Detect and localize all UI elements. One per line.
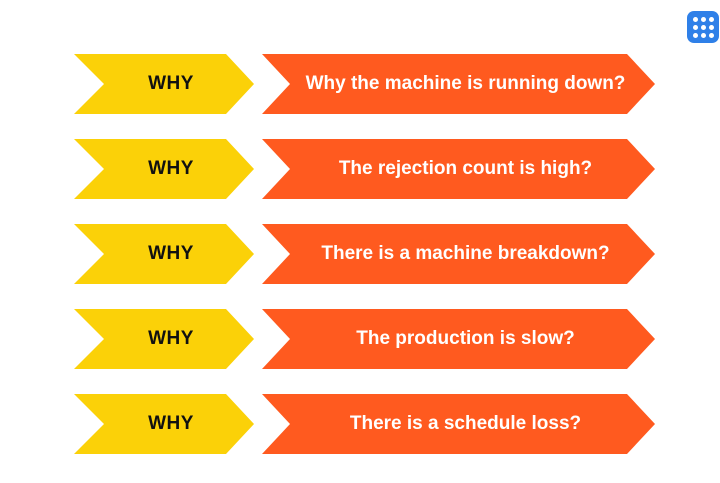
grid-icon-dot <box>708 24 714 30</box>
why-chevron: WHY <box>74 394 254 454</box>
why-chevron: WHY <box>74 309 254 369</box>
why-label: WHY <box>148 158 194 179</box>
why-row-4: WHY The production is slow? <box>0 309 720 369</box>
app-grid-button[interactable] <box>687 11 719 43</box>
answer-label: There is a schedule loss? <box>349 413 582 434</box>
why-row-2: WHY The rejection count is high? <box>0 139 720 199</box>
why-label: WHY <box>148 73 194 94</box>
why-chevron: WHY <box>74 139 254 199</box>
why-chevron: WHY <box>74 224 254 284</box>
answer-chevron: There is a machine breakdown? <box>262 224 655 284</box>
grid-icon-dot <box>700 32 706 38</box>
grid-icon-dot <box>708 32 714 38</box>
answer-chevron: There is a schedule loss? <box>262 394 655 454</box>
grid-icon-dot <box>692 24 698 30</box>
grid-icon-dot <box>700 16 706 22</box>
answer-chevron: The production is slow? <box>262 309 655 369</box>
why-row-1: WHY Why the machine is running down? <box>0 54 720 114</box>
why-row-5: WHY There is a schedule loss? <box>0 394 720 454</box>
answer-label: There is a machine breakdown? <box>321 243 610 264</box>
answer-label: The production is slow? <box>356 328 575 349</box>
grid-icon-dot <box>692 32 698 38</box>
answer-label: The rejection count is high? <box>338 158 593 179</box>
why-label: WHY <box>148 328 194 349</box>
why-row-3: WHY There is a machine breakdown? <box>0 224 720 284</box>
answer-chevron: Why the machine is running down? <box>262 54 655 114</box>
why-chevron: WHY <box>74 54 254 114</box>
why-label: WHY <box>148 243 194 264</box>
answer-chevron: The rejection count is high? <box>262 139 655 199</box>
grid-icon-dot <box>700 24 706 30</box>
grid-icon <box>692 16 698 22</box>
why-label: WHY <box>148 413 194 434</box>
answer-label: Why the machine is running down? <box>305 73 626 94</box>
grid-icon-dot <box>708 16 714 22</box>
